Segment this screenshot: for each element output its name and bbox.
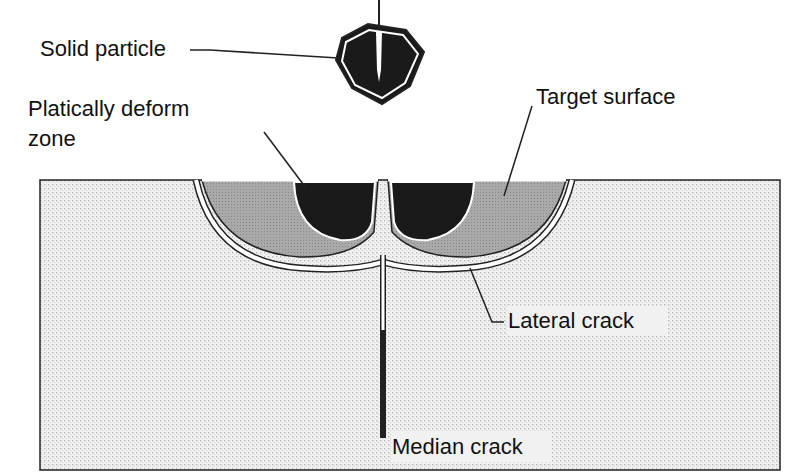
part-label: Median crack (392, 432, 552, 462)
leader-line (190, 50, 338, 58)
crushed-zone-right (391, 182, 474, 240)
velocity-arrow (378, 0, 380, 30)
median-crack (382, 255, 385, 330)
particle-rim (342, 30, 418, 98)
median-crack-outline (380, 255, 386, 438)
part-label: Solid particle (40, 34, 200, 64)
zone-rim (202, 179, 566, 182)
crushed-zone-left (294, 182, 375, 240)
leader-line (504, 106, 532, 196)
part-label: Lateral crack (508, 306, 668, 336)
deform-zone-left (202, 180, 378, 257)
deform-zone-right (388, 180, 566, 257)
leader-line (264, 132, 306, 188)
velocity-arrow-tip (376, 32, 382, 82)
part-label: Platically deform zone (28, 94, 228, 154)
leader-line (470, 268, 504, 322)
solid-particle (336, 24, 424, 104)
target-block (40, 180, 780, 470)
part-label: Target surface (536, 82, 716, 112)
